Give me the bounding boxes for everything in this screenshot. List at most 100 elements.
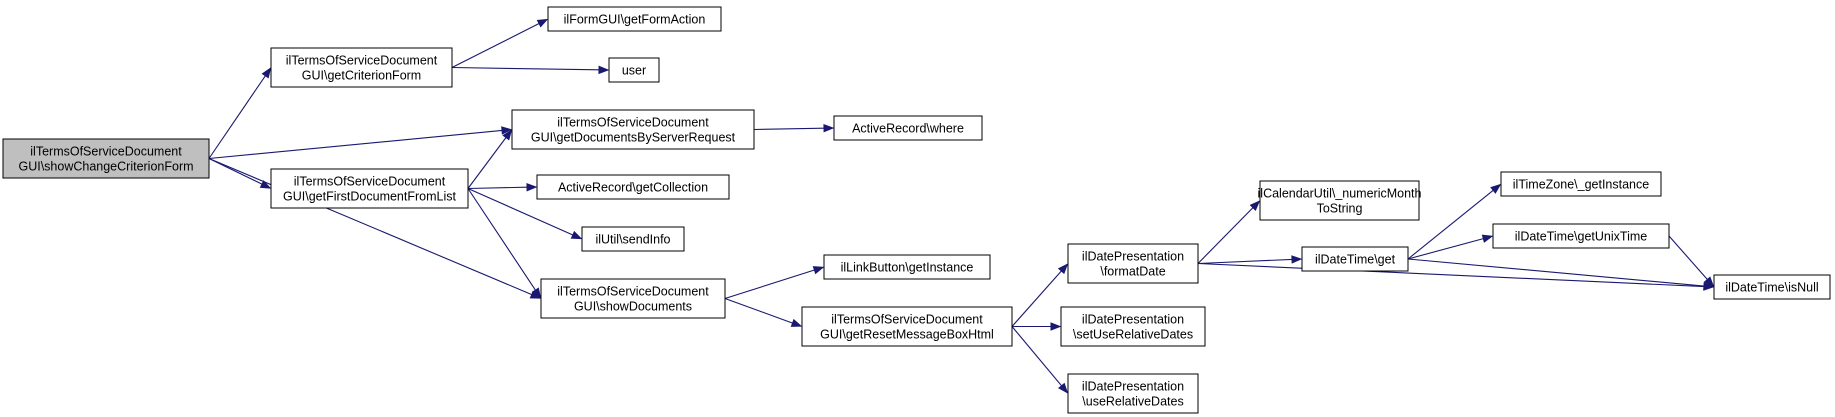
edge-arrowhead bbox=[823, 123, 835, 133]
node-isNull[interactable]: ilDateTime\isNull bbox=[1713, 274, 1831, 300]
node-sendInfo[interactable]: ilUtil\sendInfo bbox=[581, 226, 685, 252]
edge-line bbox=[467, 186, 528, 190]
node-label-line: ilTermsOfServiceDocument bbox=[557, 116, 709, 130]
edge-arrowhead bbox=[1481, 234, 1494, 243]
node-box bbox=[833, 115, 983, 141]
edge-getDocumentsByServerRequest-to-where bbox=[753, 123, 835, 133]
edge-line bbox=[1197, 258, 1293, 265]
edge-arrowhead bbox=[531, 287, 542, 299]
node-label-line: ilCalendarUtil\_numericMonth bbox=[1258, 187, 1422, 201]
edge-line bbox=[753, 127, 825, 131]
edges-layer bbox=[208, 18, 1715, 394]
edge-getCriterionForm-to-user bbox=[451, 65, 610, 75]
node-label-line: ilDateTime\getUnixTime bbox=[1515, 230, 1647, 244]
node-dtGet[interactable]: ilDateTime\get bbox=[1301, 246, 1409, 272]
edge-line bbox=[1011, 326, 1063, 387]
node-getCollection[interactable]: ActiveRecord\getCollection bbox=[536, 174, 730, 200]
edge-line bbox=[1407, 258, 1705, 287]
edge-getUnixTime-to-isNull bbox=[1668, 235, 1715, 288]
node-box bbox=[1301, 246, 1409, 272]
edge-arrowhead bbox=[1057, 263, 1069, 275]
node-getDocumentsByServerRequest[interactable]: ilTermsOfServiceDocumentGUI\getDocuments… bbox=[511, 109, 755, 150]
node-box bbox=[270, 168, 469, 209]
edge-line bbox=[1011, 270, 1062, 327]
node-box bbox=[1492, 223, 1670, 249]
node-root[interactable]: ilTermsOfServiceDocumentGUI\showChangeCr… bbox=[2, 138, 210, 179]
node-label-line: ilFormGUI\getFormAction bbox=[564, 13, 706, 27]
edge-arrowhead bbox=[502, 129, 513, 141]
node-box bbox=[801, 306, 1013, 347]
edge-arrowhead bbox=[598, 65, 610, 75]
node-box bbox=[1713, 274, 1831, 300]
node-label-line: GUI\showChangeCriterionForm bbox=[18, 160, 193, 174]
edge-arrowhead bbox=[261, 67, 272, 79]
node-label-line: ilDatePresentation bbox=[1082, 380, 1184, 394]
node-getFirstDocumentFromList[interactable]: ilTermsOfServiceDocumentGUI\getFirstDocu… bbox=[270, 168, 469, 209]
edge-formatDate-to-numericMonthToString bbox=[1197, 200, 1261, 264]
node-formatDate[interactable]: ilDatePresentation\formatDate bbox=[1067, 243, 1199, 284]
edge-arrowhead bbox=[1249, 200, 1261, 211]
edge-line bbox=[451, 66, 600, 71]
node-getCriterionForm[interactable]: ilTermsOfServiceDocumentGUI\getCriterion… bbox=[270, 47, 453, 88]
node-label-line: ilTimeZone\_getInstance bbox=[1513, 178, 1649, 192]
node-label-line: GUI\getDocumentsByServerRequest bbox=[531, 131, 736, 145]
edge-line bbox=[208, 157, 532, 296]
edge-line bbox=[1197, 207, 1254, 264]
node-label-line: ilDateTime\isNull bbox=[1725, 281, 1818, 295]
edge-showDocuments-to-getResetMessageBoxHtml bbox=[724, 297, 803, 327]
node-getFormAction[interactable]: ilFormGUI\getFormAction bbox=[547, 6, 722, 32]
edge-arrowhead bbox=[1058, 382, 1069, 394]
node-box bbox=[823, 254, 991, 280]
edge-line bbox=[451, 23, 540, 68]
node-setUseRelativeDates[interactable]: ilDatePresentation\setUseRelativeDates bbox=[1060, 306, 1206, 347]
node-linkGetInstance[interactable]: ilLinkButton\getInstance bbox=[823, 254, 991, 280]
node-label-line: \useRelativeDates bbox=[1082, 395, 1183, 409]
node-box bbox=[1060, 306, 1206, 347]
node-useRelativeDates[interactable]: ilDatePresentation\useRelativeDates bbox=[1067, 373, 1199, 414]
node-label-line: ActiveRecord\getCollection bbox=[558, 181, 708, 195]
edge-line bbox=[724, 297, 793, 324]
edge-arrowhead bbox=[1490, 183, 1502, 194]
edge-arrowhead bbox=[570, 230, 583, 240]
node-box bbox=[608, 57, 660, 83]
node-label-line: \setUseRelativeDates bbox=[1073, 328, 1193, 342]
node-box bbox=[581, 226, 685, 252]
node-tzGetInstance[interactable]: ilTimeZone\_getInstance bbox=[1500, 171, 1662, 197]
node-getResetMessageBoxHtml[interactable]: ilTermsOfServiceDocumentGUI\getResetMess… bbox=[801, 306, 1013, 347]
edge-getFirstDocumentFromList-to-getCollection bbox=[467, 182, 538, 192]
node-label-line: ilDatePresentation bbox=[1082, 313, 1184, 327]
edge-formatDate-to-isNull bbox=[1197, 262, 1715, 291]
edge-getCriterionForm-to-getFormAction bbox=[451, 18, 549, 68]
edge-getFirstDocumentFromList-to-sendInfo bbox=[467, 187, 583, 240]
node-label-line: ToString bbox=[1317, 202, 1363, 216]
edge-arrowhead bbox=[790, 318, 803, 327]
node-label-line: ilDateTime\get bbox=[1315, 253, 1396, 267]
node-box bbox=[540, 278, 726, 319]
edge-dtGet-to-tzGetInstance bbox=[1407, 183, 1502, 260]
edge-getFirstDocumentFromList-to-showDocuments bbox=[467, 188, 542, 299]
edge-line bbox=[467, 187, 574, 236]
edge-getFirstDocumentFromList-to-getDocumentsByServerRequest bbox=[467, 129, 513, 189]
node-where[interactable]: ActiveRecord\where bbox=[833, 115, 983, 141]
edge-getResetMessageBoxHtml-to-formatDate bbox=[1011, 263, 1069, 327]
node-showDocuments[interactable]: ilTermsOfServiceDocumentGUI\showDocument… bbox=[540, 278, 726, 319]
node-box bbox=[2, 138, 210, 179]
edge-getResetMessageBoxHtml-to-setUseRelativeDates bbox=[1012, 322, 1062, 331]
edge-arrowhead bbox=[1703, 281, 1715, 291]
node-label-line: ilTermsOfServiceDocument bbox=[831, 313, 983, 327]
node-box bbox=[270, 47, 453, 88]
node-label-line: ilTermsOfServiceDocument bbox=[557, 285, 709, 299]
edge-formatDate-to-dtGet bbox=[1197, 255, 1303, 265]
node-box bbox=[511, 109, 755, 150]
node-getUnixTime[interactable]: ilDateTime\getUnixTime bbox=[1492, 223, 1670, 249]
node-label-line: GUI\getFirstDocumentFromList bbox=[283, 190, 456, 204]
edge-line bbox=[1407, 189, 1494, 260]
edge-line bbox=[467, 188, 536, 291]
node-label-line: user bbox=[622, 64, 646, 78]
node-user[interactable]: user bbox=[608, 57, 660, 83]
edge-arrowhead bbox=[1703, 276, 1715, 288]
node-label-line: ActiveRecord\where bbox=[852, 122, 964, 136]
nodes-layer: ilTermsOfServiceDocumentGUI\showChangeCr… bbox=[2, 6, 1831, 414]
edge-line bbox=[1197, 262, 1705, 288]
